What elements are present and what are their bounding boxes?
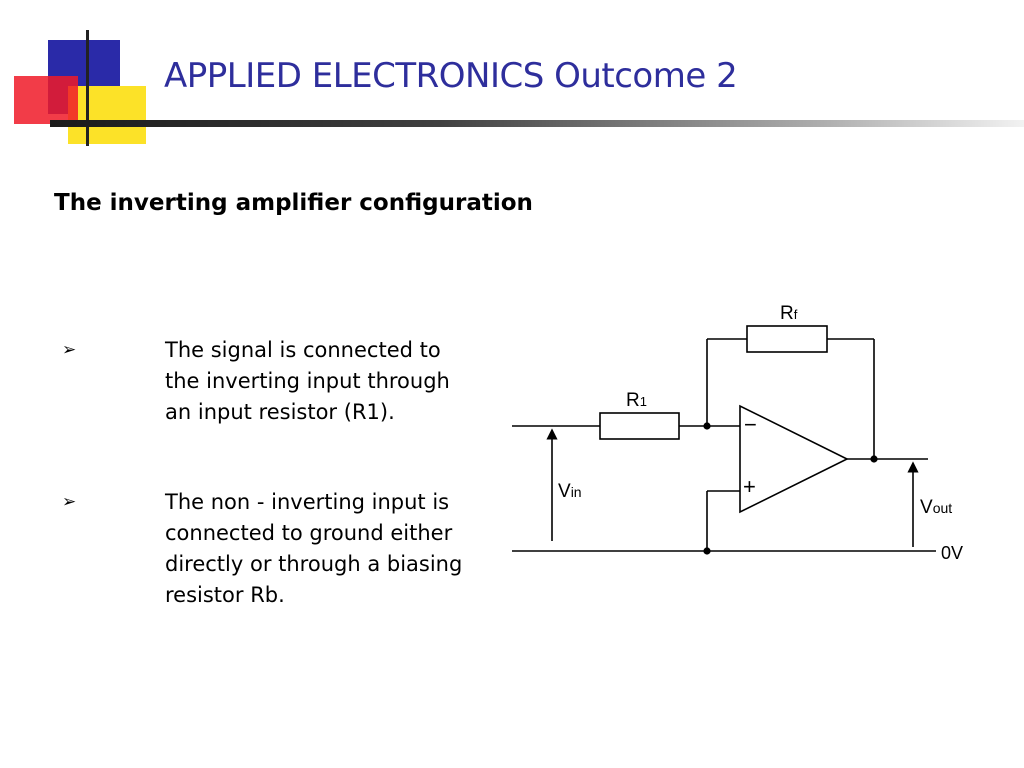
slide-title: APPLIED ELECTRONICS Outcome 2	[164, 56, 738, 96]
vin-label-main: V	[558, 481, 571, 502]
junction-dot-output	[870, 455, 878, 463]
r1-label: R1	[626, 390, 647, 411]
rf-resistor	[746, 325, 828, 353]
inverting-amplifier-circuit: − + Rf R1 Vin Vout 0V	[512, 303, 963, 563]
r1-resistor	[599, 412, 680, 440]
r1-label-sub: 1	[640, 394, 647, 409]
bullet-item: ➢ The signal is connected to the inverti…	[62, 335, 482, 465]
logo-red-square	[14, 76, 78, 124]
junction-dot-ground	[703, 547, 711, 555]
rf-label-sub: f	[794, 307, 798, 322]
logo	[0, 0, 150, 150]
vout-label-main: V	[920, 497, 933, 518]
bullet-text: The non - inverting input is connected t…	[165, 490, 463, 607]
ground-label: 0V	[941, 543, 963, 563]
vin-label: Vin	[558, 481, 582, 502]
rf-label-main: R	[780, 303, 794, 324]
op-amp-plus-sign: +	[743, 474, 756, 499]
vout-label-sub: out	[933, 500, 953, 516]
bullet-text: The signal is connected to the inverting…	[165, 338, 450, 424]
op-amp-minus-sign: −	[744, 412, 757, 437]
junction-dot-inverting	[703, 422, 711, 430]
rf-label: Rf	[780, 303, 798, 324]
bullet-item: ➢ The non - inverting input is connected…	[62, 487, 482, 617]
logo-vertical-line	[86, 30, 89, 146]
vout-label: Vout	[920, 497, 952, 518]
logo-yellow-square	[68, 86, 146, 144]
r1-label-main: R	[626, 390, 640, 411]
bullet-arrow-icon: ➢	[62, 492, 77, 512]
op-amp-triangle	[739, 404, 849, 514]
slide-subtitle: The inverting amplifier configuration	[54, 190, 533, 216]
vin-label-sub: in	[571, 484, 582, 500]
title-underline	[50, 120, 1024, 127]
bullet-arrow-icon: ➢	[62, 340, 77, 360]
